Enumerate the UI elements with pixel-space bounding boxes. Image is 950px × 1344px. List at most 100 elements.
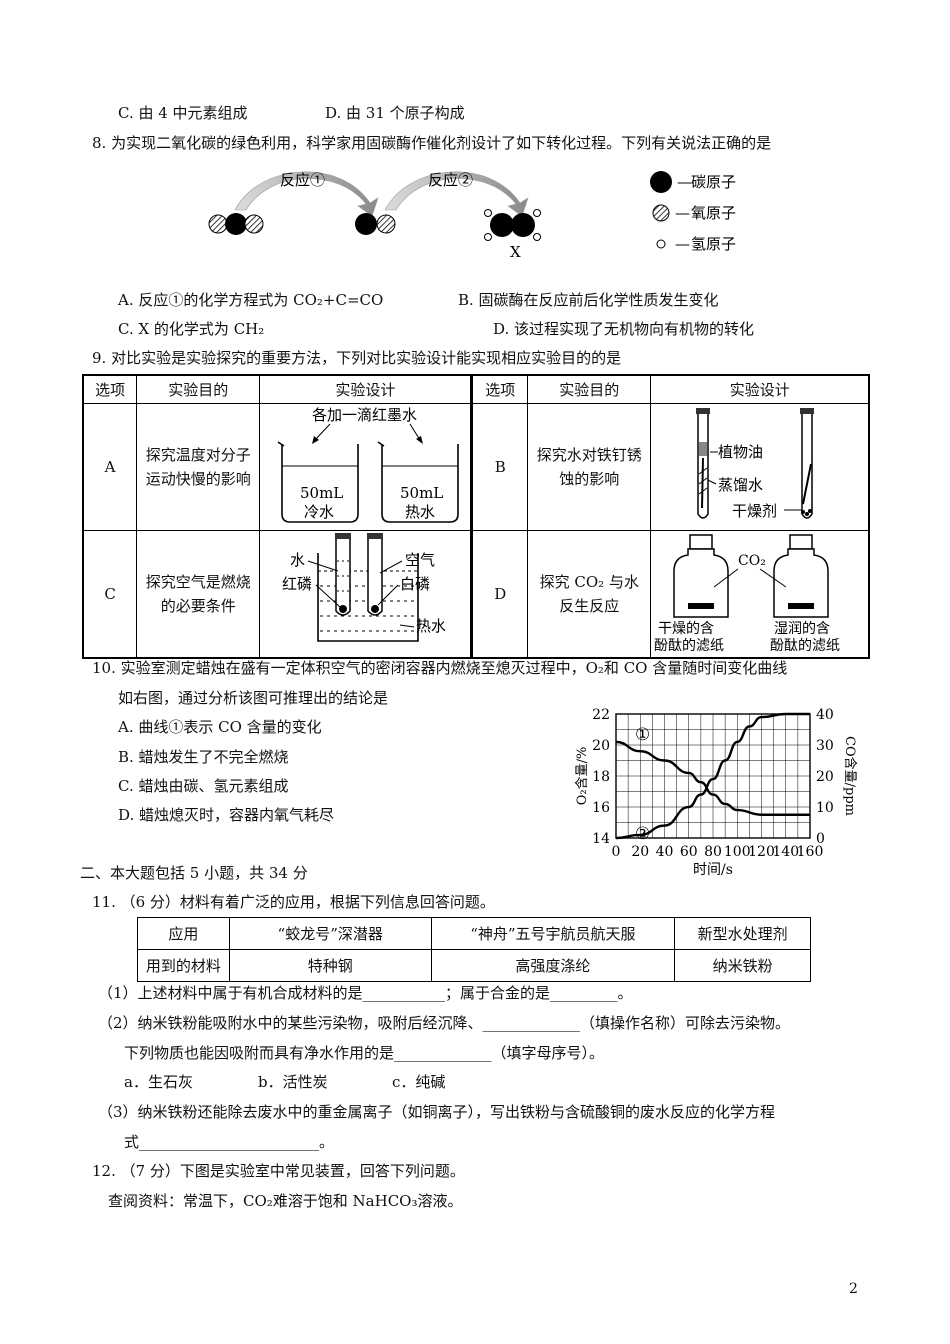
- q9-diagram-d: CO₂ 干燥的含 酚酞的滤纸 湿润的含 酚酞的滤纸: [654, 533, 840, 654]
- q9-option-b: B: [471, 402, 529, 531]
- q9-option-c: C: [82, 529, 138, 658]
- q10-stem-1: 10. 实验室测定蜡烛在盛有一定体积空气的密闭容器内燃烧至熄灭过程中，O₂和 C…: [92, 659, 788, 677]
- label-dry-filter-1: 干燥的含: [658, 621, 714, 637]
- legend-oxygen: 氧原子: [691, 204, 736, 222]
- x-tick-label: 20: [631, 844, 649, 860]
- x-tick-label: 60: [680, 844, 698, 860]
- hydrogen-atom-icon: [656, 239, 666, 249]
- y2-tick-label: 0: [816, 831, 825, 847]
- q7-option-c: C. 由 4 中元素组成: [118, 104, 248, 122]
- q9-diagram-b: 植物油 蒸馏水 干燥剂: [695, 407, 814, 520]
- y-tick-label: 14: [592, 831, 610, 847]
- label-dry-filter-2: 酚酞的滤纸: [654, 638, 724, 653]
- q11-cell: 新型水处理剂: [674, 917, 811, 950]
- x-tick-label: 120: [748, 844, 775, 860]
- q11-table: 应用 “蛟龙号”深潜器 “神舟”五号宇航员航天服 新型水处理剂 用到的材料 特种…: [137, 917, 811, 982]
- x-molecule: [484, 209, 541, 241]
- q11-cell: “蛟龙号”深潜器: [228, 917, 432, 950]
- q11-cell: 特种钢: [228, 949, 432, 982]
- q10-option-a: A. 曲线①表示 CO 含量的变化: [118, 718, 322, 736]
- carbon-atom-icon: [650, 171, 672, 193]
- y2-tick-label: 20: [816, 769, 834, 785]
- beaker1-volume: 50mL: [300, 484, 343, 502]
- svg-text:—: —: [677, 173, 692, 191]
- label-hot-water: 热水: [416, 617, 446, 635]
- series-label-1: ①: [635, 725, 650, 745]
- x-tick-label: 80: [704, 844, 722, 860]
- q11-choice-b: b．活性炭: [258, 1073, 328, 1091]
- q11-part3a: （3）纳米铁粉还能除去废水中的重金属离子（如铜离子），写出铁粉与含硫酸铜的废水反…: [98, 1103, 776, 1121]
- y-axis-label: O₂含量/%: [574, 747, 590, 806]
- reaction2-label: 反应②: [428, 171, 473, 189]
- label-wet-filter-1: 湿润的含: [774, 621, 830, 637]
- q11-part2a: （2）纳米铁粉能吸附水中的某些污染物，吸附后经沉降、_____________（…: [98, 1014, 791, 1032]
- svg-text:—: —: [675, 235, 690, 253]
- y2-axis-label: CO含量/ppm: [842, 736, 858, 816]
- q10-option-d: D. 蜡烛熄灭时，容器内氧气耗尽: [118, 806, 335, 824]
- x-tick-label: 0: [612, 844, 621, 860]
- q8-option-b: B. 固碳酶在反应前后化学性质发生变化: [458, 291, 719, 309]
- label-wet-filter-2: 酚酞的滤纸: [770, 638, 840, 653]
- q8-option-d: D. 该过程实现了无机物向有机物的转化: [493, 320, 755, 338]
- label-air: 空气: [405, 551, 435, 569]
- q9-header-design: 实验设计: [650, 374, 870, 404]
- q9-diagram-a: 各加一滴红墨水 50mL 冷水 50mL 热水: [278, 406, 460, 523]
- q9-option-d: D: [471, 529, 529, 658]
- x-tick-label: 100: [724, 844, 751, 860]
- y2-tick-label: 40: [816, 707, 834, 723]
- q11-cell: “神舟”五号宇航员航天服: [430, 917, 676, 950]
- q9-option-a: A: [82, 402, 138, 531]
- y-tick-label: 16: [592, 800, 610, 816]
- q9-header-goal: 实验目的: [527, 374, 652, 404]
- q11-stem: 11. （6 分）材料有着广泛的应用，根据下列信息回答问题。: [92, 893, 495, 911]
- q10-option-b: B. 蜡烛发生了不完全燃烧: [118, 748, 289, 766]
- q9-goal-a: 探究温度对分子运动快慢的影响: [145, 445, 251, 488]
- label-white-phosphorus: 白磷: [400, 575, 430, 593]
- beaker2-volume: 50mL: [400, 484, 443, 502]
- label-desiccant: 干燥剂: [732, 502, 777, 520]
- legend-hydrogen: 氢原子: [691, 235, 736, 253]
- q8-legend: — — — 碳原子 氧原子 氢原子: [650, 171, 736, 253]
- x-axis-label: 时间/s: [693, 862, 733, 878]
- co-molecule: [355, 213, 396, 235]
- beaker1-label: 冷水: [304, 503, 334, 521]
- svg-text:—: —: [675, 204, 690, 222]
- q12-info: 查阅资料：常温下，CO₂难溶于饱和 NaHCO₃溶液。: [108, 1192, 463, 1210]
- beaker2-label: 热水: [405, 503, 435, 521]
- q9-header-goal: 实验目的: [136, 374, 261, 404]
- co2-molecule: [208, 213, 264, 235]
- q9-diagram-c: 水 红磷 空气 白磷 热水: [282, 532, 446, 642]
- x-tick-label: 40: [656, 844, 674, 860]
- q11-part1: （1）上述材料中属于有机合成材料的是___________；属于合金的是____…: [98, 984, 633, 1002]
- q9-header-option: 选项: [82, 374, 138, 404]
- q9-goal-d: 探究 CO₂ 与水反生反应: [539, 572, 639, 615]
- q11-choice-c: c．纯碱: [392, 1073, 446, 1091]
- q8-reaction-diagram: 反应① 反应② X: [208, 171, 541, 261]
- series-line-2: [615, 712, 810, 840]
- q11-cell: 高强度涤纶: [430, 949, 676, 982]
- diagram-a-top-label: 各加一滴红墨水: [312, 406, 417, 424]
- y-tick-label: 20: [592, 738, 610, 754]
- q8-option-c: C. X 的化学式为 CH₂: [118, 320, 265, 338]
- y-tick-label: 22: [592, 707, 610, 723]
- q11-cell: 纳米铁粉: [674, 949, 811, 982]
- label-distilled-water: 蒸馏水: [718, 476, 763, 494]
- q8-option-a: A. 反应①的化学方程式为 CO₂+C=CO: [118, 291, 384, 309]
- label-vegetable-oil: 植物油: [718, 443, 763, 461]
- plot-frame: [615, 713, 811, 839]
- section2-heading: 二、本大题包括 5 小题，共 34 分: [80, 864, 308, 882]
- y2-tick-label: 10: [816, 800, 834, 816]
- x-tick-label: 140: [772, 844, 799, 860]
- q9-header-option: 选项: [471, 374, 529, 404]
- label-red-phosphorus: 红磷: [282, 575, 312, 593]
- x-tick-label: 160: [797, 844, 824, 860]
- label-co2: CO₂: [738, 553, 766, 569]
- q11-cell: 用到的材料: [137, 949, 230, 982]
- page-number: 2: [849, 1281, 858, 1297]
- q11-part3b: 式________________________。: [124, 1133, 335, 1151]
- q9-table: 选项 实验目的 实验设计 选项 实验目的 实验设计 A 探究温度对分子运动快慢的…: [82, 374, 870, 659]
- y2-tick-label: 30: [816, 738, 834, 754]
- reaction1-label: 反应①: [280, 171, 325, 189]
- q9-goal-c: 探究空气是燃烧的必要条件: [145, 572, 251, 615]
